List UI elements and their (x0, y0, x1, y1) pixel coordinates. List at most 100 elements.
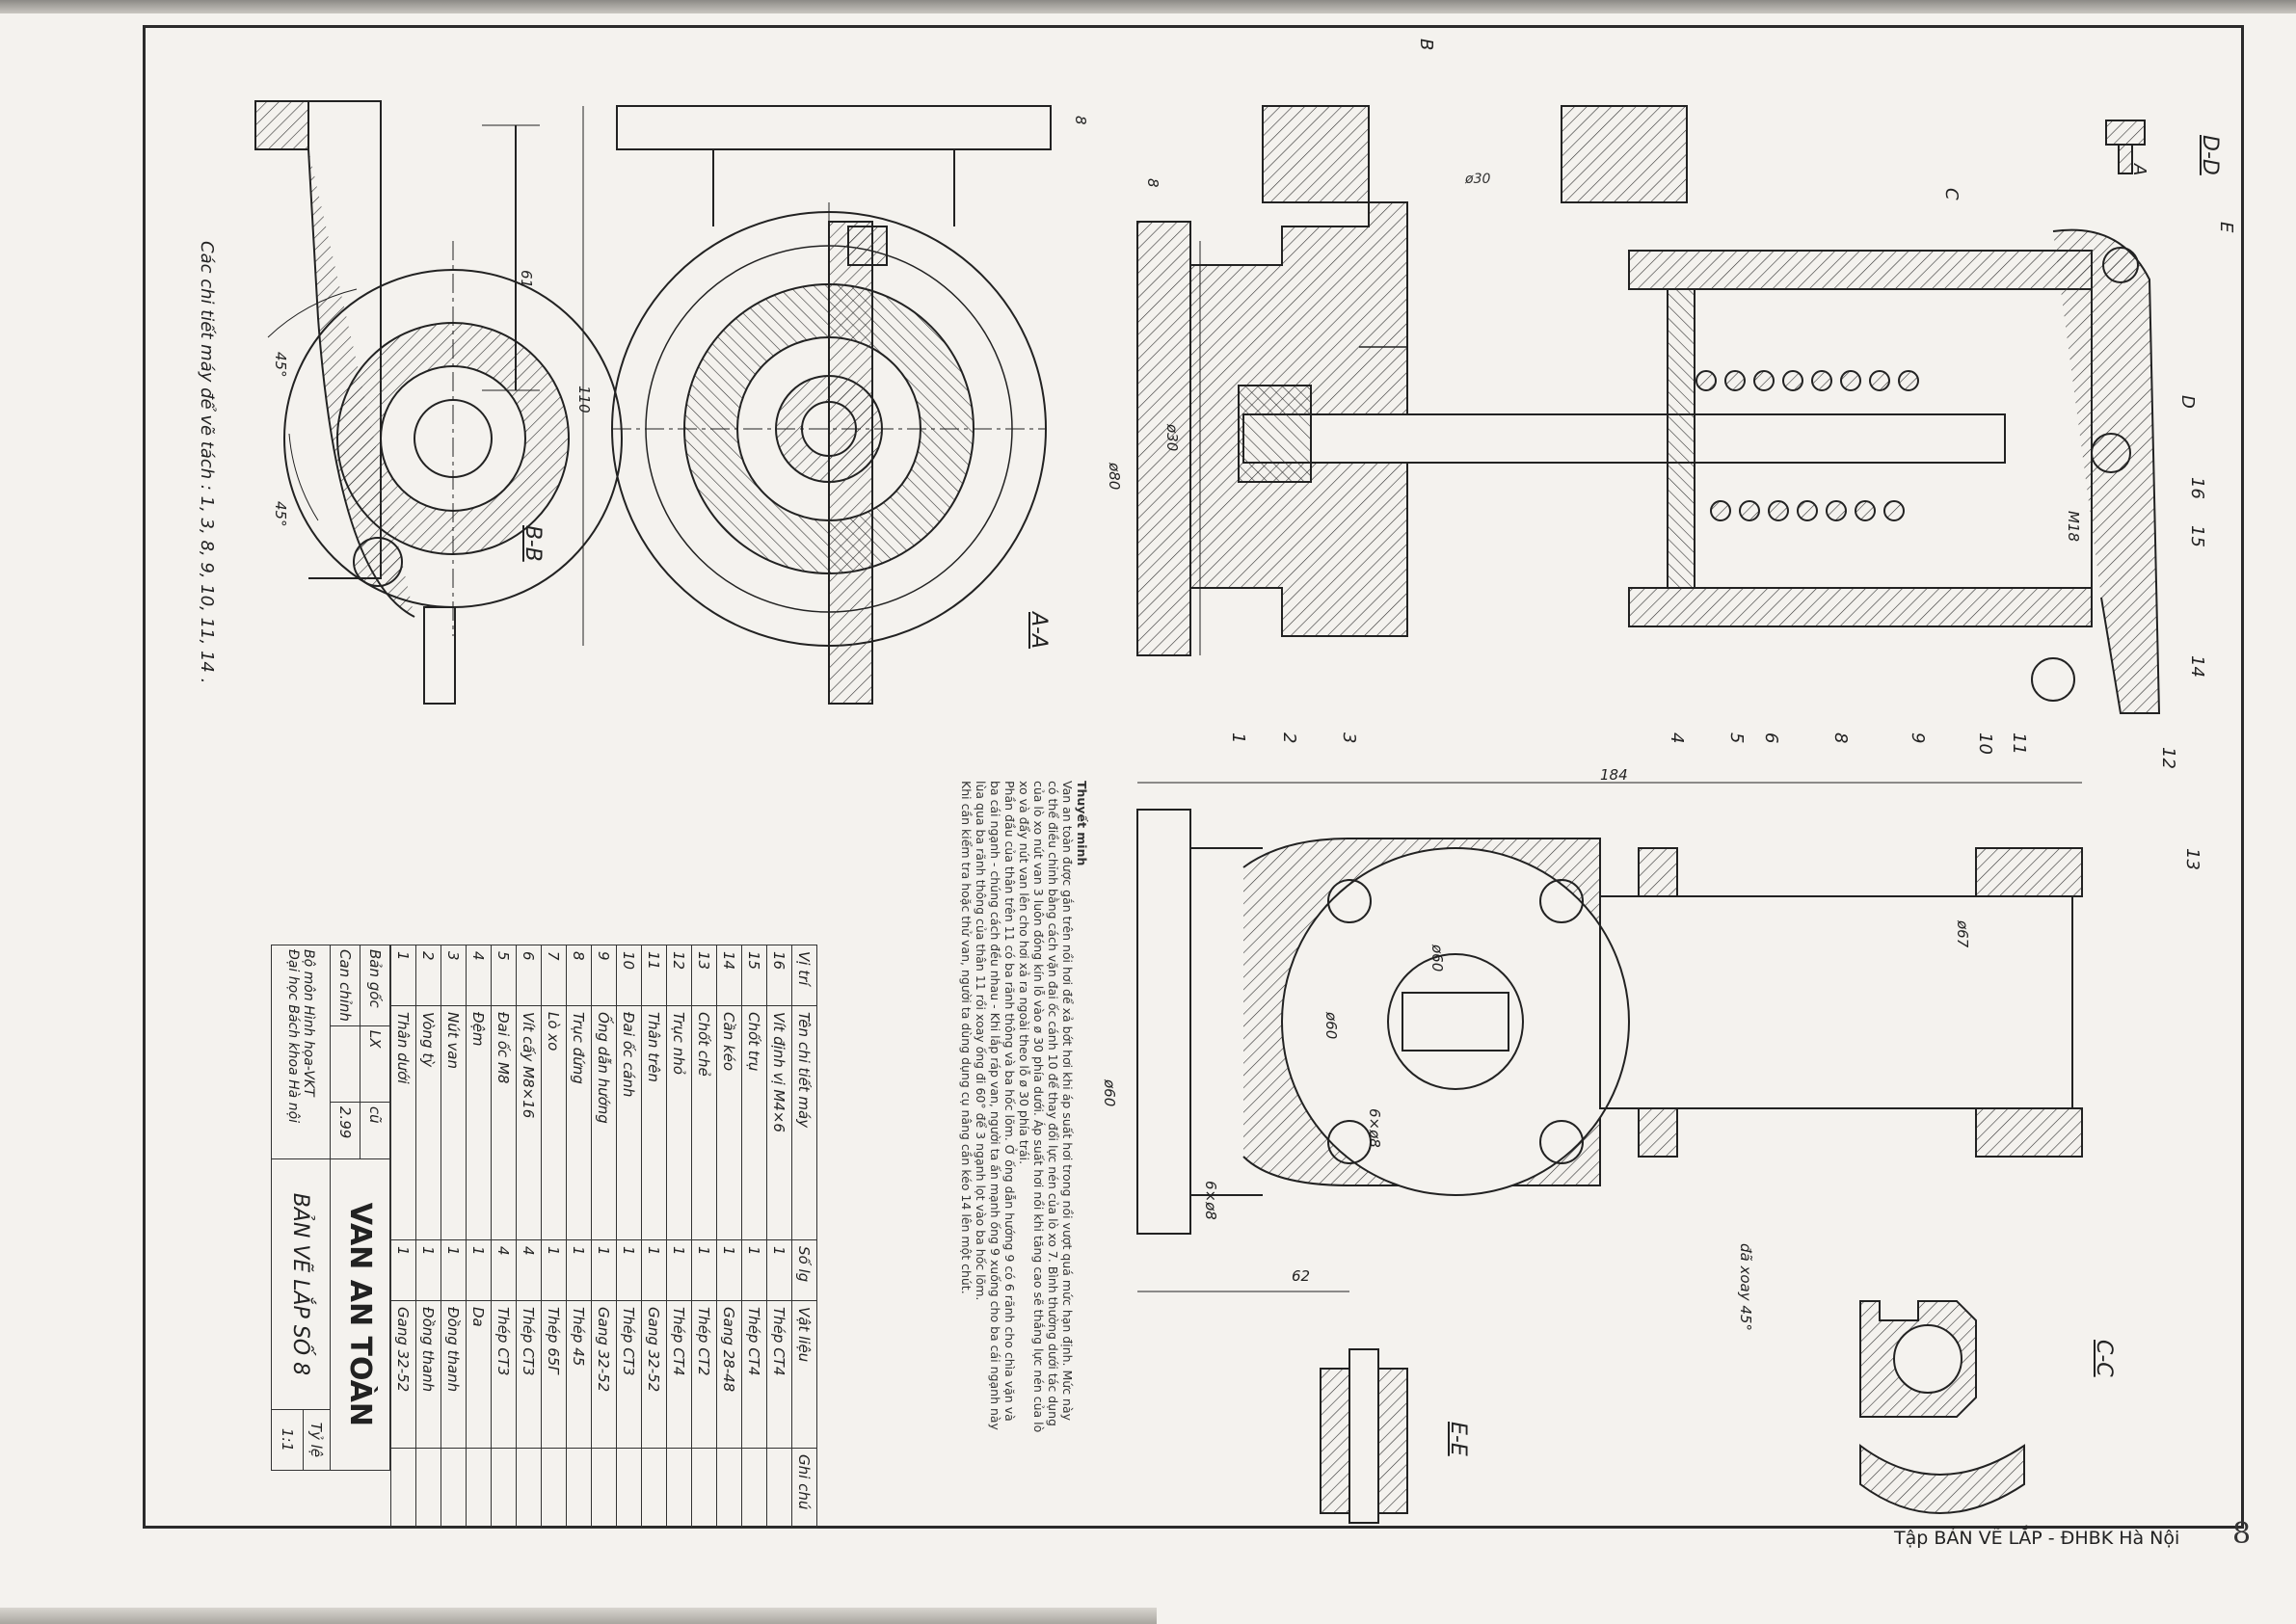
dim-m18: M18 (2065, 511, 2082, 543)
parts-list-cell-name: Chốt trụ (741, 1005, 767, 1240)
balloon-11: 11 (2009, 732, 2029, 755)
parts-list-cell-qty: 4 (491, 1239, 517, 1301)
parts-list-cell-pos: 14 (716, 945, 742, 1006)
parts-list-cell-name: Đai ốc M8 (491, 1005, 517, 1240)
tb-scale-label: Tỷ lệ (303, 1409, 331, 1471)
parts-list-cell-qty: 1 (691, 1239, 717, 1301)
parts-list-cell-material: Thép 45 (566, 1300, 592, 1449)
parts-list-cell-pos: 16 (766, 945, 792, 1006)
scan-top-edge (0, 0, 2296, 13)
balloon-6: 6 (1761, 732, 1781, 744)
parts-list-header-cell: Ghi chú (791, 1448, 817, 1529)
parts-list-cell-qty: 1 (541, 1239, 567, 1301)
parts-list-cell-material: Thép CT4 (741, 1300, 767, 1449)
parts-list-cell-name: Nút van (441, 1005, 467, 1240)
parts-list-cell-name: Đệm (466, 1005, 492, 1240)
dim-6x8-a: 6×ø8 (1366, 1108, 1383, 1148)
parts-list-cell-note (666, 1448, 692, 1529)
parts-list-cell-material: Thép CT4 (666, 1300, 692, 1449)
parts-list-cell-pos: 1 (390, 945, 416, 1006)
tb-school-name: Đại học Bách khoa Hà nội (285, 949, 301, 1124)
dim-61: 61 (518, 270, 535, 289)
parts-list-cell-material: Thép CT3 (491, 1300, 517, 1449)
parts-list-cell-note (616, 1448, 642, 1529)
parts-list-cell-qty: 1 (466, 1239, 492, 1301)
parts-list-cell-name: Cần kéo (716, 1005, 742, 1240)
parts-list-cell-name: Vít định vị M4×6 (766, 1005, 792, 1240)
balloon-5: 5 (1726, 732, 1747, 744)
balloon-10: 10 (1975, 732, 1995, 755)
parts-list-cell-qty: 1 (441, 1239, 467, 1301)
tb-signature (330, 1025, 360, 1103)
title-block: Bản gốc LX cũ VAN AN TOÀN Can chỉnh 2.99… (271, 945, 390, 1471)
dim-phi60-b: ø60 (1428, 945, 1446, 972)
parts-list-cell-qty: 1 (716, 1239, 742, 1301)
parts-list-cell-note (591, 1448, 617, 1529)
parts-list-cell-name: Trục đứng (566, 1005, 592, 1240)
label-b-b: B-B (521, 525, 545, 562)
parts-list-header-cell: Tên chi tiết máy (791, 1005, 817, 1240)
parts-list-cell-note (466, 1448, 492, 1529)
parts-list-cell-name: Trục nhỏ (666, 1005, 692, 1240)
section-mark-d: D (2177, 395, 2198, 409)
view-e-e (1320, 1348, 1408, 1524)
parts-list-cell-note (491, 1448, 517, 1529)
tb-scale: 1:1 (271, 1409, 304, 1471)
parts-list-cell-note (716, 1448, 742, 1529)
parts-list-header-cell: Vật liệu (791, 1300, 817, 1449)
parts-list-cell-material: Thép CT2 (691, 1300, 717, 1449)
parts-list-cell-note (691, 1448, 717, 1529)
parts-list-cell-note (516, 1448, 542, 1529)
parts-list-cell-pos: 11 (641, 945, 667, 1006)
spring-coils (1695, 370, 1919, 521)
parts-list-cell-pos: 2 (415, 945, 441, 1006)
parts-list-cell-note (541, 1448, 567, 1529)
section-mark-c: C (1941, 188, 1962, 200)
parts-list-cell-note (641, 1448, 667, 1529)
parts-list-cell-note (390, 1448, 416, 1529)
view-d-d (2105, 120, 2146, 174)
parts-list-cell-name: Thân dưới (390, 1005, 416, 1240)
parts-list-cell-pos: 8 (566, 945, 592, 1006)
parts-list-cell-material: Thép CT3 (516, 1300, 542, 1449)
balloon-14: 14 (2187, 655, 2207, 678)
description-heading: Thuyết minh (1075, 781, 1089, 866)
tb-drawing-name: BẢN VẼ LẮP SỐ 8 (271, 1158, 331, 1410)
dim-8-top: 8 (1072, 116, 1089, 125)
parts-list-cell-material: Thép CT3 (616, 1300, 642, 1449)
scan-bottom-edge (0, 1608, 1157, 1624)
parts-list-cell-qty: 1 (390, 1239, 416, 1301)
balloon-15: 15 (2187, 525, 2207, 547)
parts-list-cell-note (741, 1448, 767, 1529)
parts-list-cell-qty: 1 (616, 1239, 642, 1301)
parts-list-cell-pos: 5 (491, 945, 517, 1006)
label-d-d: D-D (2198, 135, 2222, 175)
balloon-3: 3 (1339, 732, 1359, 744)
dim-phi67: ø67 (1954, 920, 1971, 948)
description-block: Thuyết minh Van an toàn được gắn trên nồ… (959, 781, 1089, 1436)
view-external (1136, 782, 2083, 1292)
parts-list-cell-material: Gang 28-48 (716, 1300, 742, 1449)
balloon-2: 2 (1279, 732, 1299, 744)
balloon-4: 4 (1667, 732, 1687, 744)
parts-list-cell-name: Đai ốc cánh (616, 1005, 642, 1240)
tb-school: Bộ môn Hình họa-VKT Đại học Bách khoa Hà… (271, 945, 331, 1159)
drawing-frame (143, 25, 2244, 1529)
parts-list-cell-pos: 3 (441, 945, 467, 1006)
detail-note: Các chi tiết máy để vẽ tách : 1, 3, 8, 9… (197, 241, 217, 684)
parts-list-cell-name: Chốt chẻ (691, 1005, 717, 1240)
sheet-footer: Tập BẢN VẼ LẮP - ĐHBK Hà Nội (1894, 1528, 2180, 1549)
parts-list-cell-note (566, 1448, 592, 1529)
